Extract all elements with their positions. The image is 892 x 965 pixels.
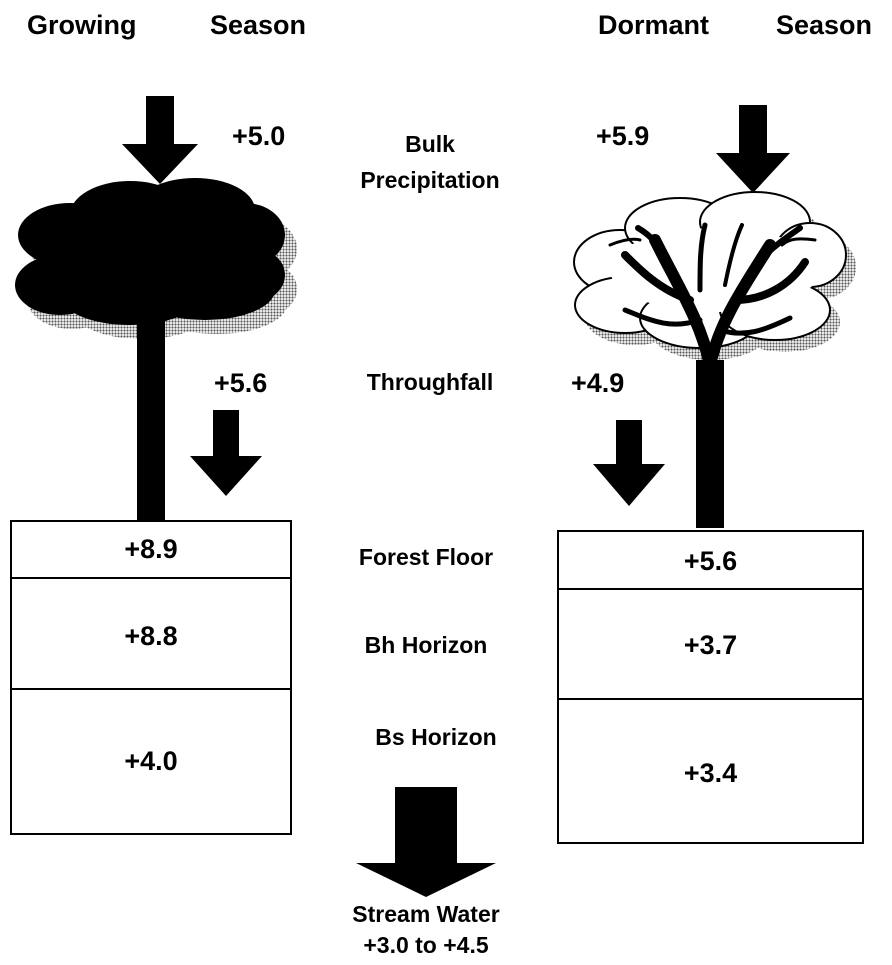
dormant-forest-floor-value: +5.6 xyxy=(683,546,738,576)
growing-forest-floor-value: +8.9 xyxy=(124,534,178,564)
dormant-bs-horizon-box: +3.4 xyxy=(557,698,864,844)
dormant-bulk-arrow-icon xyxy=(716,105,790,193)
dormant-bh-horizon-value: +3.7 xyxy=(683,630,738,660)
dormant-heading-word2: Season xyxy=(776,10,873,40)
bulk-label-line2: Precipitation xyxy=(360,167,500,193)
growing-heading-word2: Season xyxy=(210,10,307,40)
growing-throughfall-value: +5.6 xyxy=(214,368,268,398)
leafy-tree-icon xyxy=(15,178,297,522)
growing-throughfall-arrow-icon xyxy=(190,410,262,496)
throughfall-label: Throughfall xyxy=(366,369,494,395)
stream-water-range: +3.0 to +4.5 xyxy=(363,932,489,958)
dormant-bulk-value: +5.9 xyxy=(596,121,650,151)
bulk-label-line1: Bulk xyxy=(405,131,455,157)
growing-bs-horizon-box: +4.0 xyxy=(10,688,292,835)
dormant-heading-word1: Dormant xyxy=(598,10,710,40)
growing-heading-word1: Growing xyxy=(27,10,137,40)
bare-tree-icon xyxy=(573,191,856,528)
growing-bulk-arrow-icon xyxy=(122,96,198,184)
dormant-bh-horizon-box: +3.7 xyxy=(557,588,864,700)
dormant-forest-floor-box: +5.6 xyxy=(557,530,864,590)
growing-bulk-value: +5.0 xyxy=(232,121,286,151)
bs-horizon-label: Bs Horizon xyxy=(375,724,497,750)
growing-bh-horizon-value: +8.8 xyxy=(124,621,178,651)
forest-floor-label: Forest Floor xyxy=(358,544,494,570)
stream-water-arrow-icon xyxy=(356,787,496,897)
dormant-bs-horizon-value: +3.4 xyxy=(683,758,738,788)
bh-horizon-label: Bh Horizon xyxy=(364,632,488,658)
growing-bh-horizon-box: +8.8 xyxy=(10,577,292,690)
dormant-throughfall-arrow-icon xyxy=(593,420,665,506)
stream-water-label: Stream Water xyxy=(352,901,500,927)
growing-forest-floor-box: +8.9 xyxy=(10,520,292,579)
dormant-throughfall-value: +4.9 xyxy=(571,368,625,398)
growing-bs-horizon-value: +4.0 xyxy=(124,746,178,776)
